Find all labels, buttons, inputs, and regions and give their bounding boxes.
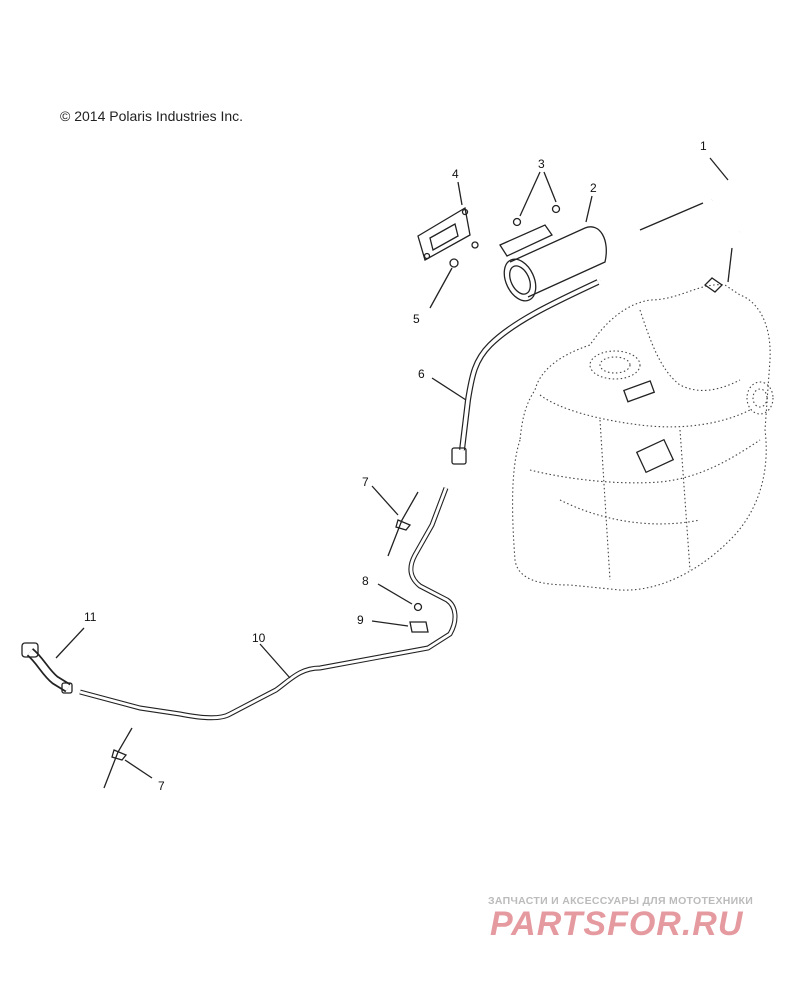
fuel-tank bbox=[512, 277, 774, 591]
part-1-vent-hose bbox=[709, 157, 754, 283]
watermark-subtitle: ЗАПЧАСТИ И АКСЕССУАРЫ ДЛЯ МОТОТЕХНИКИ bbox=[488, 895, 754, 907]
callout-7b: 7 bbox=[158, 779, 165, 793]
part-7-tie-strap-upper bbox=[371, 485, 419, 557]
watermark-logo: PARTSFOR.RU bbox=[490, 905, 744, 943]
part-7-tie-strap-lower bbox=[103, 727, 153, 789]
part-11-fitting bbox=[21, 627, 85, 694]
part-3-screws bbox=[512, 171, 561, 227]
callout-9: 9 bbox=[357, 613, 364, 627]
part-6-hose bbox=[431, 279, 600, 465]
callout-2: 2 bbox=[590, 181, 597, 195]
part-4-bracket bbox=[417, 181, 479, 261]
part-2-charcoal-canister bbox=[499, 195, 704, 302]
callout-6: 6 bbox=[418, 367, 425, 381]
callout-10: 10 bbox=[252, 631, 266, 645]
part-10-fuel-line bbox=[79, 487, 458, 721]
part-8-screw bbox=[377, 583, 423, 612]
callout-4: 4 bbox=[452, 167, 459, 181]
part-5-nut bbox=[429, 258, 459, 309]
callout-11: 11 bbox=[84, 610, 97, 624]
callout-5: 5 bbox=[413, 312, 420, 326]
copyright-notice: © 2014 Polaris Industries Inc. bbox=[60, 108, 244, 124]
callout-1: 1 bbox=[700, 139, 707, 153]
callout-labels: 1 2 3 4 5 6 7 8 9 10 11 7 bbox=[84, 139, 707, 793]
callout-7: 7 bbox=[362, 475, 369, 489]
part-9-clip bbox=[371, 620, 429, 633]
callout-8: 8 bbox=[362, 574, 369, 588]
callout-3: 3 bbox=[538, 157, 545, 171]
